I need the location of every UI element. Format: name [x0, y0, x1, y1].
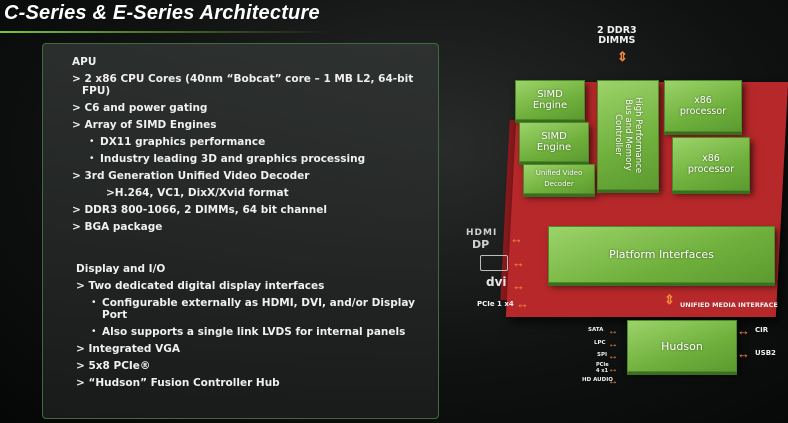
- display-line-lvds: Also supports a single link LVDS for int…: [102, 326, 406, 338]
- vga-arrow-icon: ↔: [512, 255, 525, 270]
- apu-line-simd: > Array of SIMD Engines: [72, 119, 217, 131]
- simd-engine-2: SIMD Engine: [519, 122, 589, 162]
- apu-line-dx11: DX11 graphics performance: [100, 136, 266, 148]
- apu-line-bga: > BGA package: [72, 221, 163, 233]
- apu-line-cpu: > 2 x86 CPU Cores (40nm “Bobcat” core – …: [72, 73, 414, 85]
- bullet-dot: •: [92, 297, 96, 308]
- umi-label: UNIFIED MEDIA INTERFACE: [680, 301, 778, 309]
- apu-line-formats: >H.264, VC1, DixX/Xvid format: [106, 187, 289, 199]
- apu-line-uvd: > 3rd Generation Unified Video Decoder: [72, 170, 310, 182]
- unified-video-decoder: Unified Video Decoder: [523, 164, 595, 194]
- simd-engine-1: SIMD Engine: [515, 80, 585, 120]
- ddr3-label: 2 DDR3 DIMMS: [597, 25, 637, 46]
- apu-line-3d: Industry leading 3D and graphics process…: [100, 153, 366, 165]
- bullet-dot: •: [92, 326, 96, 337]
- display-line-configurable: Configurable externally as HDMI, DVI, an…: [102, 297, 415, 309]
- display-line-vga: > Integrated VGA: [76, 343, 180, 355]
- page-title: C-Series & E-Series Architecture: [4, 2, 320, 24]
- x86-processor-1: x86 processor: [664, 80, 742, 132]
- display-line-digital: > Two dedicated digital display interfac…: [76, 280, 325, 292]
- dvi-arrow-icon: ↔: [512, 278, 525, 293]
- apu-heading: APU: [72, 56, 97, 68]
- spi-label: SPI: [597, 352, 608, 358]
- apu-line-ddr3: > DDR3 800-1066, 2 DIMMs, 64 bit channel: [72, 204, 327, 216]
- usb2-arrow-icon: ↔: [737, 346, 750, 361]
- pcie-arrow-icon: ↔: [516, 296, 529, 311]
- bullet-dot: •: [90, 136, 94, 147]
- lpc-label: LPC: [594, 340, 606, 346]
- bullet-dot: •: [90, 153, 94, 164]
- hdmi-icon: HDMI: [466, 228, 498, 238]
- dvi-icon: dvi: [486, 275, 507, 289]
- memory-controller-label: High Performance Bus and Memory Controll…: [613, 96, 644, 174]
- umi-arrow-icon: ⇕: [664, 292, 675, 307]
- vga-connector-icon: [480, 255, 508, 271]
- display-line-port: Port: [102, 309, 128, 321]
- hd-audio-arrow-icon: ↔: [608, 376, 618, 387]
- pcie4-arrow-icon: ↔: [608, 364, 618, 375]
- memory-controller: High Performance Bus and Memory Controll…: [597, 80, 659, 190]
- cir-label: CIR: [755, 326, 769, 334]
- pcie-4x1-label: PCIe 4 x1: [596, 362, 609, 374]
- apu-line-fpu: FPU): [82, 85, 111, 97]
- features-panel: [42, 43, 439, 419]
- title-underline: [0, 31, 330, 33]
- displayport-icon: DP: [472, 238, 490, 251]
- pcie-1x4-label: PCIe 1 x4: [477, 300, 514, 308]
- hdmi-arrow-icon: ↔: [510, 231, 523, 246]
- hd-audio-label: HD AUDIO: [582, 377, 613, 383]
- ddr3-arrow-icon: ⇕: [617, 49, 628, 64]
- display-line-hudson: > “Hudson” Fusion Controller Hub: [76, 377, 280, 389]
- display-line-pcie: > 5x8 PCIe®: [76, 360, 151, 372]
- x86-processor-2: x86 processor: [672, 137, 750, 191]
- sata-label: SATA: [588, 327, 604, 333]
- apu-line-c6: > C6 and power gating: [72, 102, 208, 114]
- platform-interfaces: Platform Interfaces: [548, 226, 775, 283]
- cir-arrow-icon: ↔: [737, 323, 750, 338]
- usb2-label: USB2: [755, 349, 776, 357]
- display-heading: Display and I/O: [76, 263, 166, 275]
- sata-arrow-icon: ↔: [608, 326, 618, 337]
- lpc-arrow-icon: ↔: [608, 339, 618, 350]
- spi-arrow-icon: ↔: [608, 351, 618, 362]
- hudson-fch: Hudson: [627, 320, 737, 372]
